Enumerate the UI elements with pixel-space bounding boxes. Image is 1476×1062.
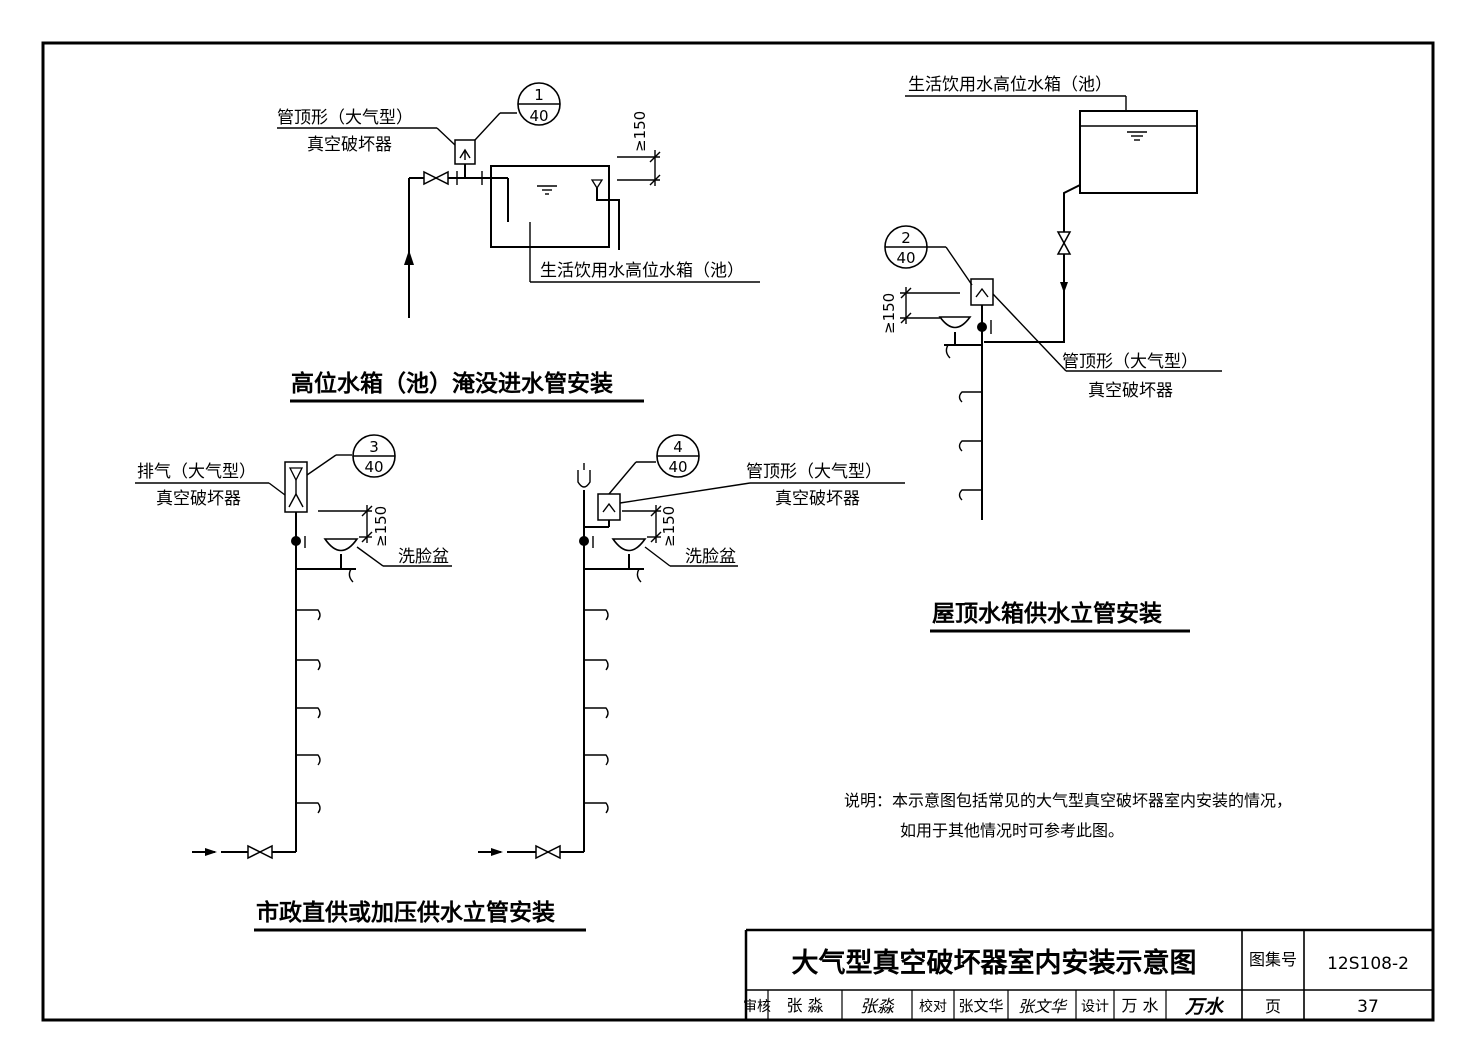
diagram-title: 屋顶水箱供水立管安装 [932,600,1162,627]
design-label: 设计 [1081,999,1109,1015]
valve-icon [247,844,262,860]
diagram-submerged-inlet: ≥150 1 40 管顶形（大气型） 真空破坏器 生活饮用水高位水箱（池） 高位… [277,82,760,403]
valve-icon [423,170,438,186]
review-name: 张 淼 [786,996,823,1015]
atlas-number: 12S108-2 [1327,954,1409,974]
tank-label: 生活饮用水高位水箱（池） [908,75,1112,95]
svg-text:真空破坏器: 真空破坏器 [775,489,860,509]
review-label: 审核 [743,999,771,1015]
basin-label: 洗脸盆 [398,547,449,567]
sheet-frame [41,41,1435,1022]
check-name: 张文华 [958,997,1003,1015]
svg-text:1: 1 [534,86,544,104]
svg-text:40: 40 [364,458,383,476]
svg-text:3: 3 [369,438,379,456]
air-vent-icon [577,470,591,488]
svg-text:40: 40 [668,458,687,476]
diagram-roof-tank-riser: 生活饮用水高位水箱（池） ≥150 [880,75,1222,633]
svg-text:40: 40 [529,107,548,125]
roof-water-tank [1079,110,1198,194]
check-signature: 张文华 [1018,997,1068,1016]
svg-text:4: 4 [673,438,683,456]
diagram-title: 市政直供或加压供水立管安装 [256,899,555,926]
vacuum-breaker-icon [597,493,621,521]
design-name: 万 水 [1121,996,1158,1015]
check-label: 校对 [919,998,947,1015]
diagram-municipal-riser-pipetop: ≥150 4 40 管顶形（大气型） 真空破坏器 洗脸盆 [478,434,905,860]
breaker-label: 管顶形（大气型） [746,462,882,482]
valve-icon [1056,231,1072,245]
dim-150: ≥150 [660,506,678,547]
svg-text:真空破坏器: 真空破坏器 [156,489,241,509]
dim-150: ≥150 [372,506,390,547]
wash-basin-icon [323,538,359,552]
sheet-title: 大气型真空破坏器室内安装示意图 [792,947,1197,979]
review-signature: 张淼 [860,997,895,1017]
title-block: 大气型真空破坏器室内安装示意图 图集号 12S108-2 页 37 审核 张 淼… [743,928,1433,1020]
tank-label: 生活饮用水高位水箱（池） [540,261,744,281]
page-number: 37 [1357,997,1379,1017]
note-line-1: 说明：本示意图包括常见的大气型真空破坏器室内安装的情况， [844,791,1292,810]
dim-150: ≥150 [880,293,898,334]
svg-text:真空破坏器: 真空破坏器 [307,135,392,155]
svg-text:2: 2 [901,229,911,247]
breaker-label: 管顶形（大气型） [277,108,413,128]
diagram-municipal-riser-exhaust: ≥150 3 40 排气（大气型） 真空破坏器 洗脸盆 [135,434,452,860]
design-signature: 万水 [1184,996,1225,1018]
wash-basin-icon [938,316,972,329]
note-line-2: 如用于其他情况时可参考此图。 [900,821,1124,840]
breaker-label: 排气（大气型） [137,462,256,482]
breaker-label: 管顶形（大气型） [1062,352,1198,372]
flow-arrow-icon [404,250,414,265]
atlas-label: 图集号 [1249,950,1297,969]
vacuum-breaker-icon [970,278,994,306]
svg-text:真空破坏器: 真空破坏器 [1088,381,1173,401]
wash-basin-icon [611,538,647,552]
basin-label: 洗脸盆 [685,547,736,567]
dim-150: ≥150 [631,111,649,152]
water-tank [490,165,610,248]
page-label: 页 [1265,997,1281,1016]
svg-text:40: 40 [896,249,915,267]
diagram-title: 高位水箱（池）淹没进水管安装 [291,370,613,397]
valve-icon [535,844,550,860]
